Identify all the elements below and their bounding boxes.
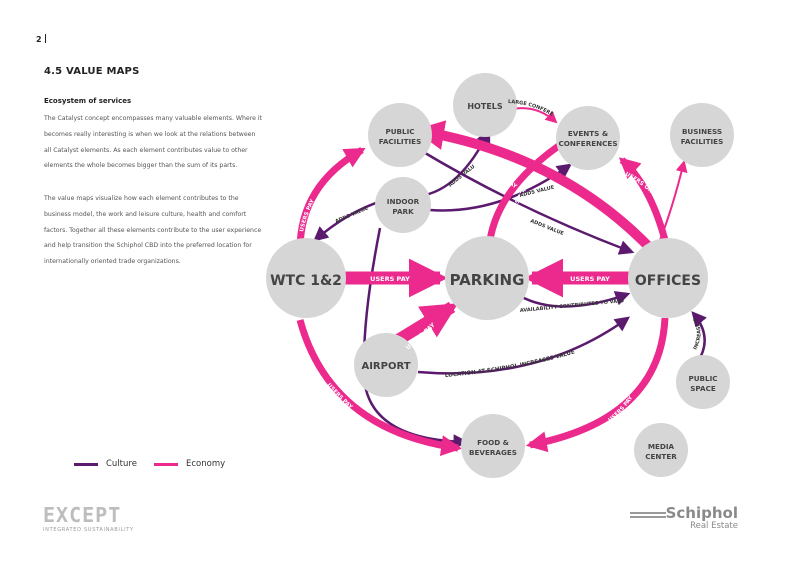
edge-public-to-offices	[419, 148, 635, 255]
legend-culture: Culture	[74, 457, 137, 471]
node-media-line2: CENTER	[645, 452, 677, 461]
except-logo-tagline: INTEGRATED SUSTAINABILITY	[43, 527, 134, 533]
node-public-facilities-line1: PUBLIC	[385, 127, 414, 136]
edge-park-to-wtc	[313, 198, 386, 242]
node-business-facilities: BUSINESS FACILITIES	[670, 103, 734, 167]
node-airport: AIRPORT	[354, 333, 418, 397]
node-events-line2: CONFERENCES	[558, 139, 617, 148]
edge-wtc-to-food	[296, 319, 463, 457]
node-media-center: MEDIA CENTER	[634, 423, 688, 477]
legend-culture-label: Culture	[106, 459, 137, 469]
node-indoor-park-line1: INDOOR	[387, 197, 420, 206]
label-users-pay-public: USERS PAY	[486, 167, 518, 191]
label-users-pay-offices-food: USERS PAY	[607, 394, 634, 423]
except-logo-word: EXCEPT	[43, 503, 122, 527]
node-business-line1: BUSINESS	[682, 127, 722, 136]
label-location: LOCATION AT SCHIPHOL INCREASES VALUE	[445, 349, 576, 379]
node-public-space: PUBLIC SPACE	[676, 355, 730, 409]
schiphol-mark-icon	[630, 512, 666, 518]
node-business-line2: FACILITIES	[681, 137, 724, 146]
value-map-paragraph: The value maps visualize how each elemen…	[44, 195, 262, 266]
section-subtitle: Ecosystem of services	[44, 97, 132, 105]
node-public-space-line2: SPACE	[690, 384, 716, 393]
node-parking: PARKING	[445, 236, 529, 320]
legend-culture-swatch	[74, 462, 98, 466]
node-wtc: WTC 1&2	[266, 238, 346, 318]
edge-labels: LARGE CONFERENCES USERS PAY VISITORS PAY…	[0, 0, 703, 423]
schiphol-logo-word: Schiphol	[665, 504, 738, 522]
label-users-pay-offices-parking: USERS PAY	[570, 275, 610, 283]
edge-offices-to-public	[414, 120, 654, 252]
schiphol-logo: Schiphol Real Estate	[630, 494, 740, 534]
node-indoor-park-line2: PARK	[392, 207, 414, 216]
intro-paragraph: The Catalyst concept encompasses many va…	[44, 115, 263, 170]
node-wtc-label: WTC 1&2	[270, 273, 342, 289]
node-airport-label: AIRPORT	[361, 361, 410, 372]
node-food-line2: BEVERAGES	[469, 448, 517, 457]
node-public-space-line1: PUBLIC	[688, 374, 717, 383]
label-adds-value-wtc: ADDS VALUE	[334, 205, 369, 225]
legend-economy: Economy	[154, 457, 225, 471]
label-users-pay-wtc-food: USERS PAY	[326, 382, 355, 411]
node-offices-label: OFFICES	[635, 273, 701, 289]
edge-wtc-to-public	[296, 146, 366, 251]
page-number: 2	[36, 34, 46, 44]
section-title: 4.5 VALUE MAPS	[44, 66, 140, 77]
label-users-pay-wtc-parking: USERS PAY	[370, 275, 410, 283]
edge-offices-to-food	[525, 317, 669, 453]
label-increase-value: INCREASE VALUE	[0, 0, 703, 351]
edge-airport-to-parking	[394, 301, 459, 346]
node-offices: OFFICES	[628, 238, 708, 318]
legend-economy-label: Economy	[186, 459, 226, 469]
node-food-line1: FOOD &	[477, 438, 509, 447]
node-media-line1: MEDIA	[648, 442, 675, 451]
edge-publicspace-to-offices	[691, 311, 707, 359]
node-parking-label: PARKING	[450, 271, 525, 289]
node-public-facilities: PUBLIC FACILITIES	[368, 103, 432, 167]
node-hotels-label: HOTELS	[467, 102, 503, 111]
legend-economy-swatch	[154, 462, 178, 466]
edge-offices-to-events	[618, 157, 669, 241]
node-indoor-park: INDOOR PARK	[375, 177, 431, 233]
node-public-facilities-line2: FACILITIES	[379, 137, 422, 146]
edge-parking-to-offices	[519, 291, 631, 308]
node-events-line1: EVENTS &	[568, 129, 608, 138]
edge-airport-to-offices	[417, 316, 631, 375]
node-events: EVENTS & CONFERENCES	[556, 106, 620, 170]
node-food-beverages: FOOD & BEVERAGES	[461, 414, 525, 478]
node-hotels: HOTELS	[453, 73, 517, 137]
except-logo: EXCEPT INTEGRATED SUSTAINABILITY	[43, 505, 134, 533]
schiphol-logo-sub: Real Estate	[690, 521, 738, 531]
nodes: HOTELS PUBLIC FACILITIES EVENTS & CONFER…	[266, 73, 734, 478]
